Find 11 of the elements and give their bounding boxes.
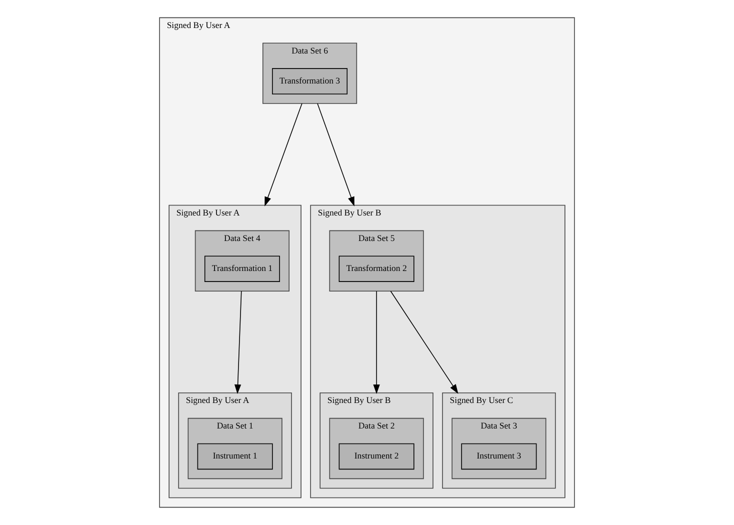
node-box: Instrument 2 <box>338 443 414 470</box>
arrow <box>234 290 242 394</box>
node-box: Instrument 3 <box>461 443 537 470</box>
arrow <box>264 103 302 206</box>
node-box: Transformation 2 <box>338 256 414 282</box>
arrow <box>390 290 458 394</box>
arrow <box>317 103 354 206</box>
arrow <box>373 290 380 394</box>
node-box: Transformation 3 <box>272 68 348 94</box>
node-box: Instrument 1 <box>197 443 273 470</box>
node-box: Transformation 1 <box>204 256 280 282</box>
